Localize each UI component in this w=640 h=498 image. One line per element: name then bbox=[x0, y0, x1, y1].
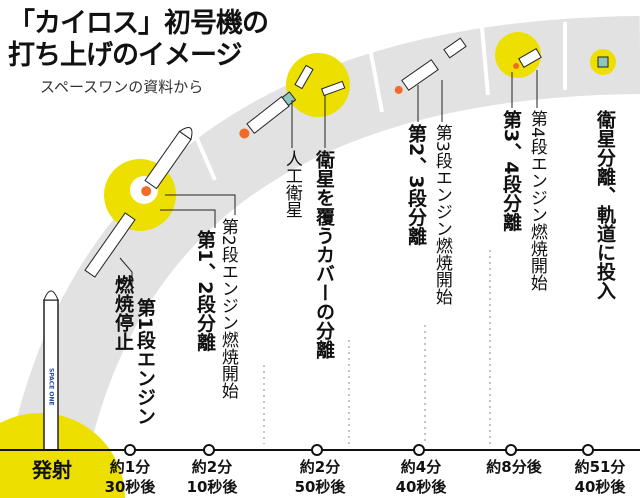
timeline-marker bbox=[505, 444, 517, 456]
rocket-logo: SPACE ONE bbox=[47, 368, 55, 406]
satellite-icon bbox=[597, 56, 609, 68]
fairing-half-icon bbox=[294, 64, 314, 90]
launch-label: 発射 bbox=[32, 458, 72, 482]
satellite-sep-label: 衛星分離、軌道に投入 bbox=[593, 110, 616, 300]
satellite-label: 人工衛星 bbox=[281, 150, 302, 218]
title-line-2: 打ち上げのイメージ bbox=[8, 40, 242, 71]
dotted-guides bbox=[263, 250, 491, 444]
time-line: 10秒後 bbox=[186, 478, 238, 496]
timeline-marker bbox=[124, 444, 136, 456]
leader-line bbox=[160, 209, 216, 228]
stage12-sep-label: 第1、2段分離 bbox=[193, 230, 216, 352]
time-label-4: 約4分 40秒後 bbox=[386, 457, 456, 497]
time-line: 40秒後 bbox=[574, 478, 626, 496]
stage4-icon bbox=[443, 37, 467, 59]
time-line: 約8分後 bbox=[486, 458, 542, 476]
rocket-nose-icon bbox=[43, 290, 59, 301]
stage1-cutoff-label-col2: 燃焼停止 bbox=[111, 275, 134, 351]
trajectory-band bbox=[3, 16, 640, 497]
band-divider bbox=[368, 47, 384, 113]
timeline-marker bbox=[203, 444, 215, 456]
time-line: 約51分 bbox=[574, 458, 626, 476]
upper-stages-icon bbox=[141, 127, 193, 197]
timeline-marker bbox=[582, 444, 594, 456]
stage4-ignition-label: 第4段エンジン燃焼開始 bbox=[526, 110, 547, 291]
leader-line bbox=[165, 194, 236, 215]
time-label-1: 約1分 30秒後 bbox=[95, 457, 165, 497]
leader-line bbox=[119, 257, 133, 290]
time-line: 30秒後 bbox=[104, 478, 156, 496]
fairing-half-icon bbox=[320, 80, 346, 97]
time-line: 約4分 bbox=[400, 458, 442, 476]
timeline-marker bbox=[413, 444, 425, 456]
stage34-sep-label: 第3、4段分離 bbox=[499, 110, 522, 232]
stage3-ignition-label: 第3段エンジン燃焼開始 bbox=[431, 124, 452, 305]
time-line: 40秒後 bbox=[395, 478, 447, 496]
launch-highlight bbox=[0, 413, 125, 498]
stage23-sep-label: 第2、3段分離 bbox=[404, 124, 427, 246]
page-title: 「カイロス」初号機の 打ち上げのイメージ bbox=[8, 8, 269, 72]
stage1-icon bbox=[84, 212, 136, 278]
timeline-marker bbox=[311, 444, 323, 456]
source-credit: スペースワンの資料から bbox=[40, 78, 204, 96]
time-label-5: 約8分後 bbox=[479, 457, 549, 477]
stage4-burn-icon bbox=[513, 47, 542, 69]
stage4-highlight bbox=[495, 32, 541, 78]
time-line: 約2分 bbox=[299, 458, 341, 476]
time-line: 約1分 bbox=[109, 458, 151, 476]
band-divider bbox=[186, 117, 217, 181]
band-divider bbox=[480, 27, 490, 96]
fairing-highlight bbox=[286, 53, 350, 117]
stage3-icon bbox=[394, 59, 439, 94]
time-label-2: 約2分 10秒後 bbox=[177, 457, 247, 497]
time-line: 約2分 bbox=[191, 458, 233, 476]
time-label-6: 約51分 40秒後 bbox=[565, 457, 635, 497]
time-label-3: 約2分 50秒後 bbox=[285, 457, 355, 497]
time-line: 50秒後 bbox=[294, 478, 346, 496]
stage1-cutoff-label-col1: 第1段エンジン bbox=[133, 298, 156, 426]
stage2-ignition-label: 第2段エンジン燃焼開始 bbox=[217, 218, 238, 399]
fairing-sep-label: 衛星を覆うカバーの分離 bbox=[312, 150, 335, 359]
title-line-1: 「カイロス」初号機の bbox=[8, 8, 269, 39]
